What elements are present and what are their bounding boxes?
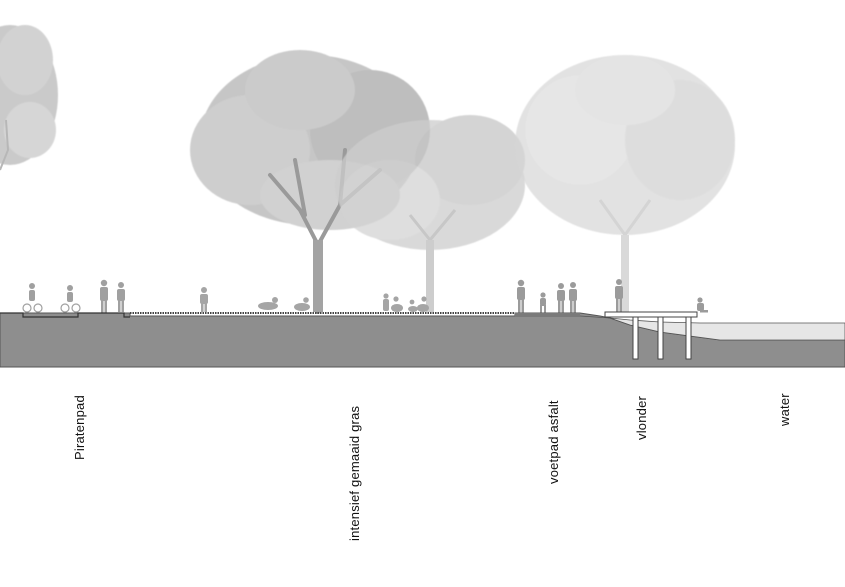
group-figures — [383, 293, 429, 312]
tree-large-center — [190, 50, 430, 314]
tree-left-edge — [0, 25, 58, 171]
sitting-figure — [294, 297, 310, 311]
water-body — [579, 315, 845, 341]
label-water: water — [777, 393, 792, 426]
walker-figure — [100, 279, 108, 313]
child-figure — [540, 292, 546, 313]
label-intensief-gemaaid-gras: intensief gemaaid gras — [347, 405, 362, 541]
people-voetpad — [517, 279, 708, 313]
vlonder-deck — [604, 311, 698, 360]
sitting-figure-on-vlonder — [697, 297, 708, 313]
walker-figure — [615, 279, 623, 312]
sitting-figure — [258, 297, 278, 310]
cyclist-figure — [60, 285, 81, 313]
label-vlonder: vlonder — [634, 395, 649, 440]
walker-figure — [569, 282, 577, 313]
walker-figure — [200, 287, 208, 312]
tree-right — [515, 55, 735, 312]
walker-figure — [557, 283, 565, 313]
cyclist-figure — [22, 283, 43, 313]
people-gras — [200, 287, 429, 312]
people-piratenpad — [22, 279, 125, 313]
label-voetpad-asfalt: voetpad asfalt — [546, 400, 561, 484]
tree-medium-center — [335, 115, 525, 312]
walker-figure — [517, 279, 525, 313]
walker-figure — [117, 282, 125, 312]
label-piratenpad: Piratenpad — [72, 395, 87, 460]
